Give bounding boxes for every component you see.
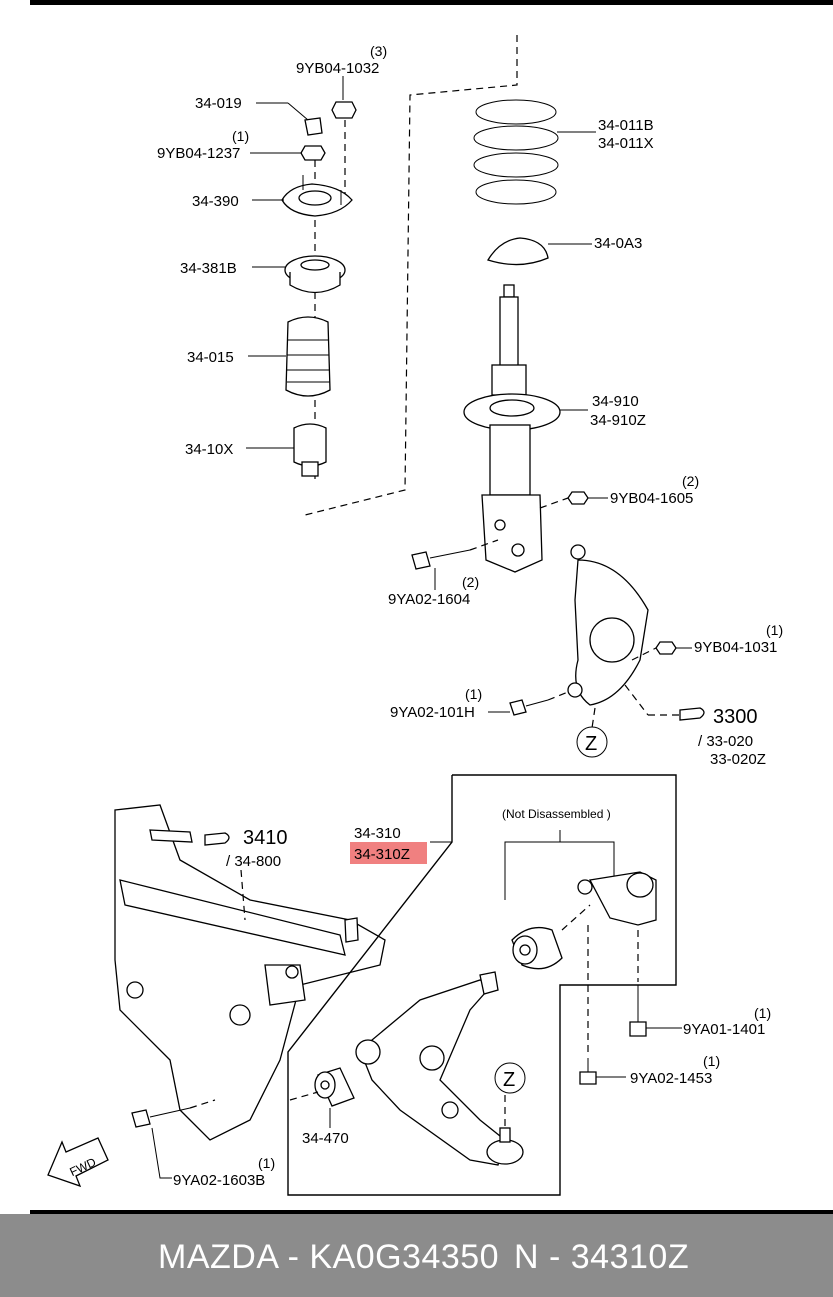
bushing-bracket bbox=[577, 871, 657, 926]
fwd-arrow-icon bbox=[47, 1137, 109, 1188]
qty-9ya02-1453: (1) bbox=[703, 1053, 720, 1069]
part-number-footer: MAZDA - KA0G34350 N - 34310Z bbox=[0, 1214, 833, 1297]
bushing-rear bbox=[511, 926, 563, 970]
ref-34-800: / 34-800 bbox=[226, 853, 281, 870]
qty-9yb04-1032: (3) bbox=[370, 43, 387, 59]
ref-3300: 3300 bbox=[713, 706, 758, 728]
bolt-9ya01-1401 bbox=[629, 985, 647, 1037]
pointing-hand-icon-3300 bbox=[679, 707, 705, 721]
qty-9yb04-1031: (1) bbox=[766, 622, 783, 638]
footer-part-number: MAZDA - KA0G34350 bbox=[158, 1238, 500, 1276]
callout-9yb04-1031: 9YB04-1031 bbox=[694, 639, 777, 656]
callout-9yb04-1032: 9YB04-1032 bbox=[296, 60, 379, 77]
callout-9ya01-1401: 9YA01-1401 bbox=[683, 1021, 765, 1038]
nut-9yb04-1031 bbox=[655, 641, 677, 655]
strut-boundary-dash bbox=[304, 35, 518, 516]
callout-34-470: 34-470 bbox=[302, 1130, 349, 1147]
spring-seat-34-0a3 bbox=[487, 237, 549, 266]
callout-34-390: 34-390 bbox=[192, 193, 239, 210]
callout-9ya02-1603b: 9YA02-1603B bbox=[173, 1172, 265, 1189]
bottom-rule bbox=[30, 1210, 833, 1214]
ref-3410: 3410 bbox=[243, 827, 288, 849]
bushing-34-470 bbox=[314, 1067, 355, 1107]
ball-joint bbox=[486, 1127, 524, 1165]
z-circle-lower bbox=[494, 1062, 526, 1094]
bump-stop-34-10x bbox=[293, 423, 327, 477]
crossmember-3410 bbox=[114, 804, 386, 1141]
callout-34-015: 34-015 bbox=[187, 349, 234, 366]
dust-boot-34-015 bbox=[285, 316, 331, 397]
not-disassembled-note: (Not Disassembled ) bbox=[502, 807, 611, 821]
callout-34-0a3: 34-0A3 bbox=[594, 235, 642, 252]
ref-33-020z: 33-020Z bbox=[710, 751, 766, 768]
callout-9yb04-1237: 9YB04-1237 bbox=[157, 145, 240, 162]
highlight-34-310z bbox=[350, 842, 427, 864]
qty-9yb04-1237: (1) bbox=[232, 128, 249, 144]
callout-34-310: 34-310 bbox=[354, 825, 401, 842]
bolt-9ya02-1603b bbox=[131, 1107, 191, 1128]
qty-9ya02-1603b: (1) bbox=[258, 1155, 275, 1171]
z-circle-upper bbox=[576, 726, 608, 758]
callout-9yb04-1605: 9YB04-1605 bbox=[610, 490, 693, 507]
cap-34-019 bbox=[304, 117, 323, 136]
callout-34-381b: 34-381B bbox=[180, 260, 237, 277]
nut-9yb04-1605 bbox=[567, 491, 589, 505]
qty-9yb04-1605: (2) bbox=[682, 473, 699, 489]
bolt-9ya02-1604 bbox=[411, 549, 471, 570]
exploded-parts-diagram: (3) 9YB04-1032 34-019 (1) 9YB04-1237 34-… bbox=[47, 35, 783, 1196]
z-label-lower: Z bbox=[503, 1069, 515, 1091]
mount-34-390 bbox=[281, 175, 353, 217]
qty-9ya02-101h: (1) bbox=[465, 686, 482, 702]
top-rule bbox=[30, 0, 833, 5]
pointing-hand-icon-3410 bbox=[204, 832, 230, 846]
lower-arm-frame bbox=[287, 774, 677, 1196]
callout-34-910z: 34-910Z bbox=[590, 412, 646, 429]
callout-34-011b: 34-011B bbox=[598, 117, 654, 134]
bolt-9ya02-1453 bbox=[579, 1058, 597, 1085]
coil-spring-34-011 bbox=[473, 99, 559, 205]
steering-knuckle bbox=[567, 544, 649, 706]
ref-33-020: / 33-020 bbox=[698, 733, 753, 750]
nut-9yb04-1032 bbox=[331, 101, 357, 119]
callout-34-10x: 34-10X bbox=[185, 441, 233, 458]
qty-9ya02-1604: (2) bbox=[462, 574, 479, 590]
footer-reference-number: N - 34310Z bbox=[514, 1238, 690, 1276]
qty-9ya01-1401: (1) bbox=[754, 1005, 771, 1021]
callout-34-019: 34-019 bbox=[195, 95, 242, 112]
callout-9ya02-101h: 9YA02-101H bbox=[390, 704, 475, 721]
z-label-upper: Z bbox=[585, 733, 597, 755]
lower-control-arm bbox=[355, 971, 506, 1166]
callout-34-310z: 34-310Z bbox=[354, 846, 410, 863]
callout-34-011x: 34-011X bbox=[598, 135, 654, 152]
callout-34-910: 34-910 bbox=[592, 393, 639, 410]
bearing-34-381b bbox=[284, 255, 346, 294]
strut-34-910 bbox=[463, 284, 561, 573]
callout-9ya02-1453: 9YA02-1453 bbox=[630, 1070, 712, 1087]
nut-9yb04-1237 bbox=[300, 145, 326, 161]
bolt-9ya02-101h bbox=[509, 699, 549, 716]
callout-9ya02-1604: 9YA02-1604 bbox=[388, 591, 470, 608]
